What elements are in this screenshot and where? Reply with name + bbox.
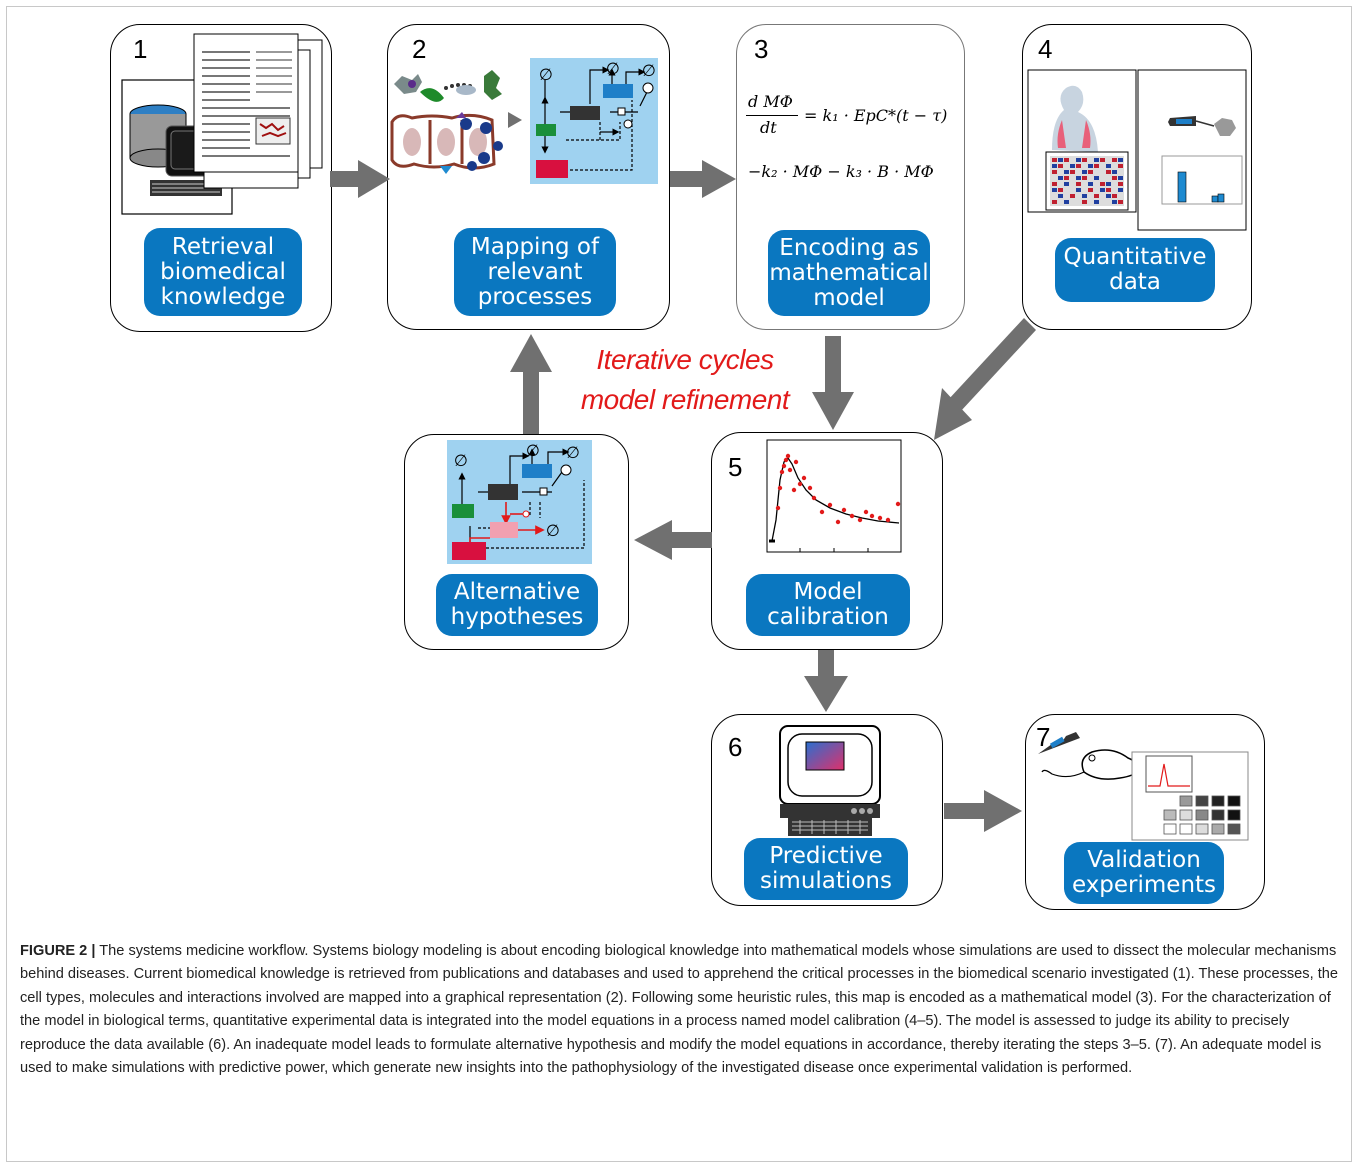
arrow-3-to-5 [812,336,854,430]
stage-1-label: Retrieval biomedical knowledge [144,228,302,316]
stage-alt-label: Alternative hypotheses [436,574,598,636]
assay-plate [1163,795,1241,835]
null-symbol: ∅ [539,65,553,84]
stage-2-number: 2 [412,34,427,64]
stage-4-label-line: Quantitative [1063,244,1207,270]
stage-7-label-line: Validation [1087,847,1201,873]
figure-frame [6,6,1352,1162]
stage-6-label-line: Predictive [769,843,883,869]
stage-1-number: 1 [133,34,148,64]
null-symbol: ∅ [454,451,468,470]
arrow-6-to-7 [944,790,1022,832]
stage-7-label: Validation experiments [1064,842,1224,904]
stage-alt-label-line: hypotheses [450,604,584,630]
arrow-4-to-5 [934,318,1036,440]
equation-numerator: d MΦ [748,92,793,111]
stage-3-number: 3 [754,34,769,64]
epithelial-cells [390,112,503,174]
stage-3-label-line: model [813,284,885,311]
stage-3-label-line: Encoding as [779,234,919,261]
stage-1-label-line: Retrieval [171,233,275,260]
equation-denominator: dt [760,118,777,137]
network-map-stage-2: ∅ ∅ ∅ [530,58,658,184]
iterative-label-line: Iterative cycles [596,344,774,375]
stage-alt-label-line: Alternative [453,579,581,605]
arrow-2-to-3 [670,160,736,198]
iterative-cycles-label: Iterative cycles model refinement [570,340,800,420]
publications-illustration [193,33,323,189]
simulation-computer-illustration [779,725,881,836]
stage-3-label: Encoding as mathematical model [768,230,930,316]
stage-5-label-line: Model [793,579,863,605]
validation-experiment-illustration [1038,732,1249,841]
stage-6-label-line: simulations [760,868,892,894]
stage-4-label: Quantitative data [1055,238,1215,302]
caption-figure-label: FIGURE 2 | [20,943,96,959]
stage-1-label-line: knowledge [160,283,286,310]
arrow-5-to-alt [634,520,712,560]
stage-2-label-line: relevant [487,258,583,285]
heatmap-grid [1050,156,1124,206]
figure-caption: FIGURE 2 | The systems medicine workflow… [20,940,1338,1080]
stage-5-number: 5 [728,452,743,482]
stage-2-label: Mapping of relevant processes [454,228,616,316]
stage-4-label-line: data [1109,269,1161,295]
stage-7-number: 7 [1036,722,1051,752]
arrow-1-to-2 [330,160,390,198]
null-symbol: ∅ [546,521,560,540]
cell-interaction-illustration [390,70,522,174]
patient-data-illustration [1027,69,1137,213]
null-symbol: ∅ [566,443,580,462]
null-symbol: ∅ [642,61,656,80]
equation-line2: −k₂ · MΦ − k₃ · B · MΦ [748,162,934,181]
stage-6-label: Predictive simulations [744,838,908,900]
equation-rhs: = k₁ · EpC*(t − τ) [804,106,948,125]
stage-5-label-line: calibration [767,604,889,630]
stage-5-label: Model calibration [746,574,910,636]
stage-1-label-line: biomedical [160,258,286,285]
stage-6-number: 6 [728,732,743,762]
null-symbol: ∅ [606,59,620,78]
arrow-alt-to-2 [510,334,552,434]
stage-7-label-line: experiments [1071,872,1217,898]
stage-3-label-line: mathematical [769,259,929,286]
arrow-5-to-6 [804,650,848,712]
stage-2-label-line: Mapping of [470,233,600,260]
caption-text: The systems medicine workflow. Systems b… [20,943,1338,1077]
iterative-label-line: model refinement [580,384,790,415]
calibration-plot [766,439,902,553]
stage-4-number: 4 [1038,34,1053,64]
experiment-data-illustration [1137,69,1247,231]
network-map-alternative: ∅ ∅ ∅ ∅ [447,440,592,564]
stage-2-label-line: processes [477,283,593,310]
null-symbol: ∅ [526,441,540,460]
equation-fraction-bar [746,115,798,116]
